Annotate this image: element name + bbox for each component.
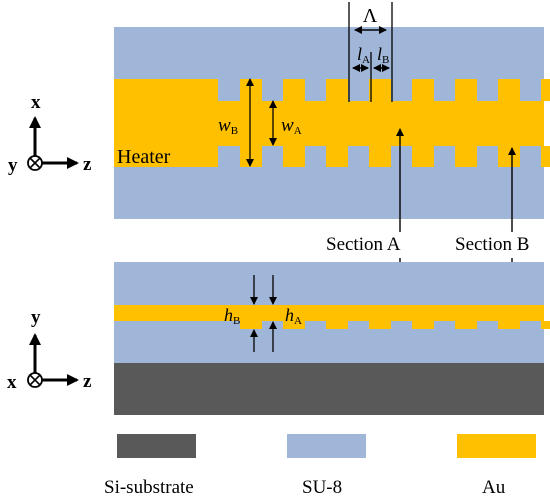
grating-tooth	[369, 146, 391, 167]
ha-label: hA	[285, 305, 302, 327]
grating-tooth	[326, 146, 348, 167]
grating-tooth	[541, 321, 550, 329]
hb-label: hB	[224, 305, 240, 327]
grating-tooth	[498, 79, 520, 101]
grating-tooth	[455, 321, 477, 329]
side-axis-y-label: y	[31, 307, 41, 328]
legend-swatch-si	[117, 434, 196, 458]
side-axis-x-label: x	[7, 372, 17, 393]
legend-swatch-su8	[287, 434, 366, 458]
lb-label: lB	[377, 44, 389, 66]
si-substrate	[114, 363, 544, 415]
grating-teeth-top	[240, 79, 550, 167]
period-label: Λ	[363, 5, 378, 27]
legend-label-si: Si-substrate	[104, 477, 194, 498]
grating-tooth	[498, 146, 520, 167]
la-label: lA	[357, 44, 370, 66]
section-a-label: Section A	[326, 234, 401, 255]
heater-label: Heater	[117, 146, 171, 168]
top-view-panel	[114, 27, 550, 219]
top-axis-y-label: y	[8, 155, 18, 176]
grating-tooth	[412, 146, 434, 167]
grating-tooth	[369, 79, 391, 101]
section-b-label: Section B	[455, 234, 529, 255]
legend-label-su8: SU-8	[302, 477, 343, 498]
grating-tooth	[283, 321, 305, 329]
grating-tooth	[283, 146, 305, 167]
grating-tooth	[498, 321, 520, 329]
grating-tooth	[541, 146, 550, 167]
top-axis-z-label: z	[83, 154, 92, 175]
side-axis-z-label: z	[83, 371, 92, 392]
legend-swatch-au	[457, 434, 536, 458]
side-axis-gizmo	[27, 333, 79, 388]
top-axis-gizmo	[27, 116, 79, 171]
grating-tooth	[412, 321, 434, 329]
grating-teeth-side	[240, 321, 550, 329]
grating-tooth	[541, 79, 550, 101]
heater-strip-core	[218, 101, 544, 146]
thickness-annotation	[250, 275, 277, 352]
legend	[117, 434, 536, 458]
heater-pad	[114, 79, 218, 167]
wa-label: wA	[281, 115, 302, 137]
period-annotation	[348, 2, 393, 102]
grating-tooth	[240, 321, 262, 329]
width-annotation	[246, 78, 277, 167]
grating-tooth	[326, 79, 348, 101]
grating-tooth	[412, 79, 434, 101]
grating-tooth	[455, 146, 477, 167]
grating-tooth	[240, 79, 262, 101]
grating-tooth	[240, 146, 262, 167]
wb-label: wB	[218, 115, 238, 137]
side-view-panel	[114, 262, 550, 415]
grating-tooth	[455, 79, 477, 101]
grating-tooth	[283, 79, 305, 101]
side-au-layer	[114, 305, 544, 321]
grating-tooth	[326, 321, 348, 329]
legend-label-au: Au	[482, 477, 506, 498]
top-axis-x-label: x	[31, 92, 41, 113]
grating-tooth	[369, 321, 391, 329]
